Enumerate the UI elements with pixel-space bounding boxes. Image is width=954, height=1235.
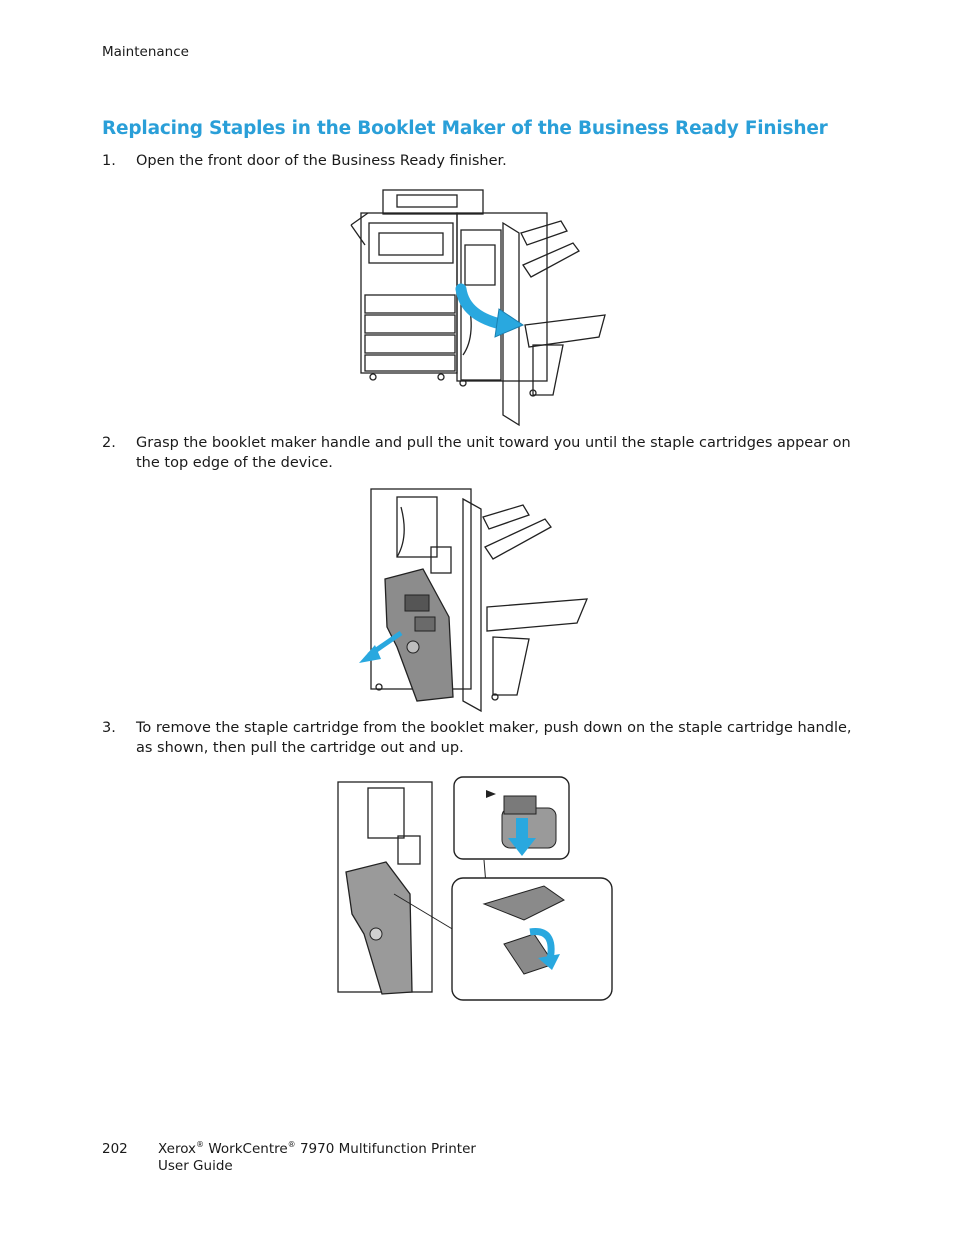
- step-2: 2. Grasp the booklet maker handle and pu…: [102, 433, 872, 475]
- staple-cartridge-illustration: [337, 776, 613, 1001]
- section-title: Replacing Staples in the Booklet Maker o…: [102, 118, 828, 139]
- step-number: 2.: [102, 435, 116, 451]
- figure-pull-booklet-maker: [357, 487, 591, 713]
- registered-mark: ®: [287, 1140, 296, 1149]
- step-3: 3. To remove the staple cartridge from t…: [102, 718, 872, 760]
- model-name: 7970 Multifunction Printer: [295, 1141, 476, 1157]
- printer-finisher-illustration: [350, 189, 606, 427]
- guide-title: User Guide: [158, 1158, 233, 1174]
- figure-remove-staple-cartridge: [334, 774, 616, 1004]
- footer-product-line: Xerox® WorkCentre® 7970 Multifunction Pr…: [158, 1141, 476, 1158]
- step-number: 3.: [102, 720, 116, 736]
- booklet-maker-illustration: [359, 488, 589, 713]
- running-header: Maintenance: [102, 44, 189, 60]
- step-text: To remove the staple cartridge from the …: [136, 720, 852, 756]
- product-name: WorkCentre: [208, 1141, 288, 1157]
- step-text: Grasp the booklet maker handle and pull …: [136, 435, 851, 471]
- step-1: 1. Open the front door of the Business R…: [102, 151, 872, 173]
- registered-mark: ®: [196, 1140, 205, 1149]
- page-number: 202: [102, 1141, 128, 1157]
- brand-name: Xerox: [158, 1141, 197, 1157]
- figure-open-front-door: [343, 185, 608, 428]
- step-number: 1.: [102, 153, 116, 169]
- step-text: Open the front door of the Business Read…: [136, 153, 507, 169]
